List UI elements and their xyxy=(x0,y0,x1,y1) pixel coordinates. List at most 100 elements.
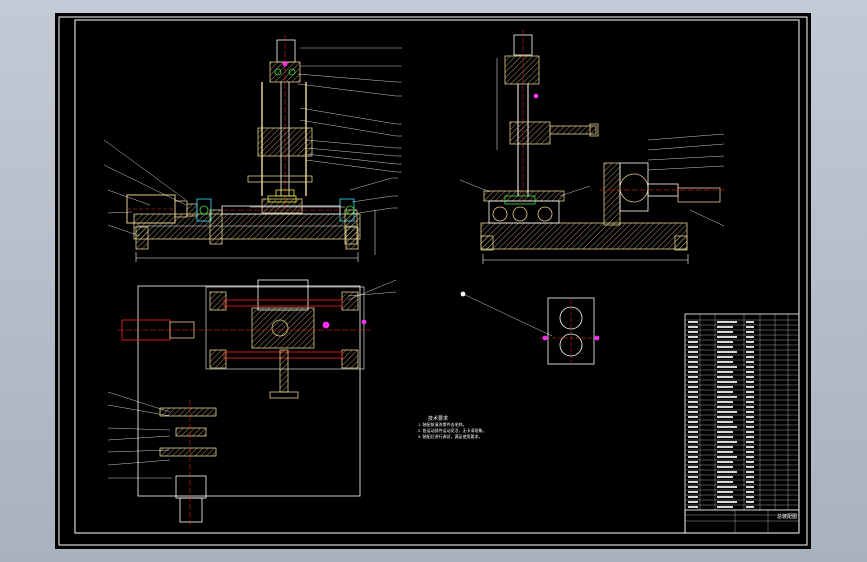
parts-entry-mark xyxy=(717,391,733,393)
leader-line xyxy=(107,459,171,466)
side-foot-left xyxy=(480,235,494,251)
tech-req-heading: 技术要求 xyxy=(428,416,449,422)
title-frame xyxy=(684,509,800,534)
parts-entry-mark xyxy=(746,456,754,458)
leader-line xyxy=(297,73,397,83)
detail-marker-left xyxy=(542,335,548,341)
parts-entry-mark xyxy=(688,391,698,393)
leader-line xyxy=(347,279,397,301)
leader-line xyxy=(647,165,725,171)
top-bearing-tr xyxy=(341,291,359,311)
leader-line xyxy=(647,155,725,161)
parts-entry-mark xyxy=(746,421,754,423)
leader-line xyxy=(107,404,171,417)
parts-entry-mark xyxy=(688,421,698,423)
leader-line xyxy=(299,119,397,137)
side-base xyxy=(480,222,688,250)
leader-line xyxy=(107,211,133,214)
parts-entry-mark xyxy=(688,436,698,438)
side-column-head xyxy=(504,55,540,85)
parts-entry-mark xyxy=(688,491,698,493)
parts-entry-mark xyxy=(688,341,698,343)
parts-entry-mark xyxy=(717,376,733,378)
parts-entry-mark xyxy=(717,431,733,433)
drawing-title: 总装配图 xyxy=(777,514,798,520)
parts-entry-mark xyxy=(688,346,698,348)
parts-entry-mark xyxy=(746,341,754,343)
parts-entry-mark xyxy=(746,346,754,348)
parts-entry-mark xyxy=(688,356,698,358)
parts-entry-mark xyxy=(717,441,737,443)
top-bearing-bl xyxy=(209,349,227,369)
parts-entry-mark xyxy=(688,361,698,363)
parts-entry-mark xyxy=(746,431,754,433)
parts-entry-mark xyxy=(746,451,754,453)
crosshair-icon xyxy=(361,319,367,325)
parts-entry-mark xyxy=(746,361,754,363)
parts-entry-mark xyxy=(688,401,698,403)
parts-entry-mark xyxy=(717,366,737,368)
parts-entry-mark xyxy=(688,506,698,508)
parts-entry-mark xyxy=(746,321,754,323)
parts-entry-mark xyxy=(746,401,754,403)
side-view xyxy=(480,30,725,264)
parts-entry-mark xyxy=(746,441,754,443)
parts-entry-mark xyxy=(688,461,698,463)
drawing-frames xyxy=(58,16,808,546)
technical-requirements: 技术要求 1. 装配前清洗零件去毛刺。 2. 各运动部件运动灵活，无卡滞现象。 … xyxy=(418,416,486,440)
side-clamp xyxy=(509,121,551,145)
side-frame xyxy=(488,200,560,224)
parts-entry-mark xyxy=(746,501,754,503)
parts-entry-mark xyxy=(717,321,737,323)
parts-entry-mark xyxy=(746,336,754,338)
parts-entry-mark xyxy=(688,441,698,443)
support-right xyxy=(344,209,358,245)
sub-motor xyxy=(179,497,203,523)
parts-entry-mark xyxy=(688,426,698,428)
head-bolt-left xyxy=(274,68,282,76)
sub-plate-1 xyxy=(159,407,217,417)
top-handle xyxy=(269,391,299,399)
parts-entry-mark xyxy=(717,456,737,458)
parts-entry-mark xyxy=(688,386,698,388)
sub-plate-3 xyxy=(159,447,217,457)
side-bearing-1 xyxy=(492,206,508,222)
parts-entry-mark xyxy=(746,331,754,333)
parts-entry-mark xyxy=(746,461,754,463)
leader-line xyxy=(299,107,397,125)
parts-entry-mark xyxy=(717,426,737,428)
side-foot-right xyxy=(674,235,688,251)
parts-entry-mark xyxy=(746,446,754,448)
parts-entry-mark xyxy=(717,341,733,343)
side-motor xyxy=(677,187,721,203)
parts-entry-mark xyxy=(688,471,698,473)
parts-entry-mark xyxy=(688,321,698,323)
leader-line xyxy=(305,139,397,149)
parts-entry-mark xyxy=(717,406,733,408)
parts-entry-mark xyxy=(717,326,733,328)
side-bearing-2 xyxy=(512,206,528,222)
parts-entry-mark xyxy=(717,501,737,503)
bearing-right xyxy=(345,205,355,215)
parts-entry-mark xyxy=(717,446,733,448)
parts-entry-mark xyxy=(688,446,698,448)
tech-req-line-2: 2. 各运动部件运动灵活，无卡滞现象。 xyxy=(418,428,487,433)
parts-entry-mark xyxy=(717,506,733,508)
cad-drawing xyxy=(58,16,808,546)
top-outline xyxy=(137,285,361,497)
parts-entry-mark xyxy=(717,451,733,453)
parts-entry-mark xyxy=(688,486,698,488)
top-rail-upper xyxy=(223,299,343,307)
detail-outline xyxy=(547,297,595,365)
leader-line xyxy=(103,139,187,201)
parts-entry-mark xyxy=(688,371,698,373)
top-bearing-br xyxy=(341,349,359,369)
side-gear xyxy=(619,173,649,203)
top-view xyxy=(118,279,370,497)
leader-line xyxy=(107,449,171,453)
parts-entry-mark xyxy=(688,416,698,418)
leader-line xyxy=(305,153,397,165)
parts-entry-mark xyxy=(717,471,737,473)
leader-line xyxy=(107,224,141,237)
tech-req-line-1: 1. 装配前清洗零件去毛刺。 xyxy=(418,422,467,427)
